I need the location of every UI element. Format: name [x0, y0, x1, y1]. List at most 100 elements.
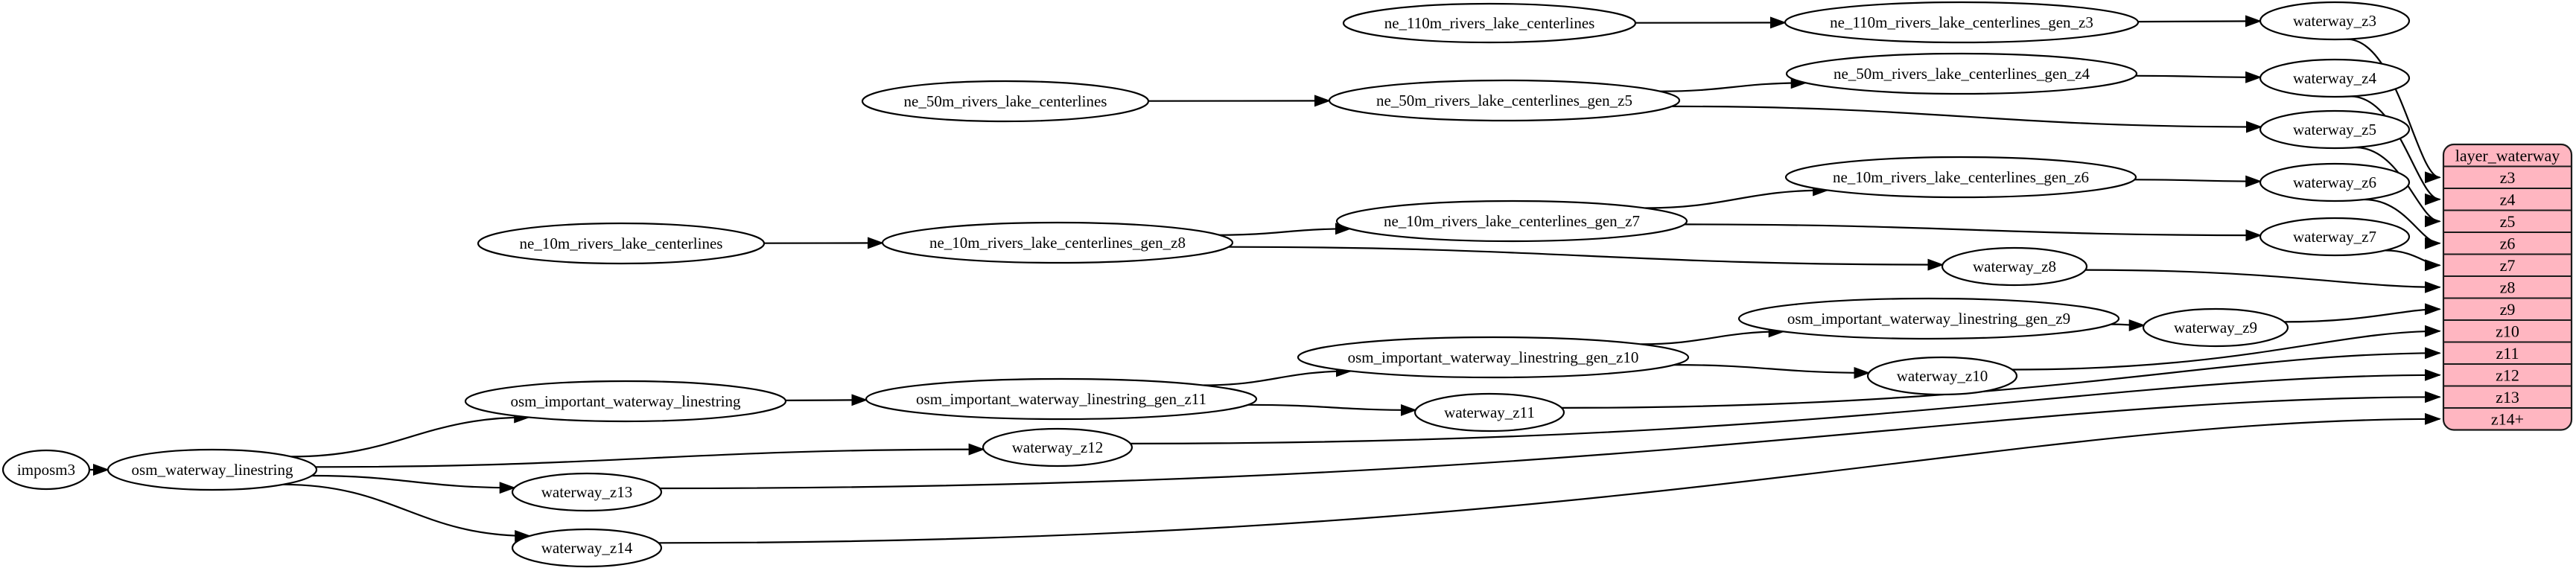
edge-waterway_z7-to-z7	[2385, 249, 2441, 272]
edge-ne_10m_rivers_lake_centerlines_gen_z8-to-waterway_z8	[1228, 246, 1944, 271]
table-row-z13: z13	[2496, 388, 2519, 406]
node-label-osm_waterway_linestring: osm_waterway_linestring	[132, 461, 293, 479]
table-row-z9: z9	[2500, 300, 2516, 319]
edge-waterway_z10-to-z10	[2012, 325, 2441, 371]
node-label-waterway_z5: waterway_z5	[2293, 121, 2376, 138]
node-ne_10m_rivers_lake_centerlines_gen_z8: ne_10m_rivers_lake_centerlines_gen_z8	[881, 221, 1234, 264]
table-row-z6: z6	[2500, 234, 2516, 252]
table-row-z14+: z14+	[2491, 409, 2524, 428]
node-osm_important_waterway_linestring_gen_z10: osm_important_waterway_linestring_gen_z1…	[1297, 336, 1690, 379]
node-label-ne_50m_rivers_lake_centerlines: ne_50m_rivers_lake_centerlines	[904, 92, 1107, 110]
edge-waterway_z8-to-z8	[2085, 269, 2441, 293]
node-osm_waterway_linestring: osm_waterway_linestring	[106, 448, 318, 491]
node-ellipse-osm_important_waterway_linestring_gen_z10	[1297, 336, 1690, 379]
node-ellipse-waterway_z14	[511, 528, 663, 568]
node-ne_10m_rivers_lake_centerlines_gen_z6: ne_10m_rivers_lake_centerlines_gen_z6	[1784, 156, 2137, 199]
node-ne_110m_rivers_lake_centerlines_gen_z3: ne_110m_rivers_lake_centerlines_gen_z3	[1784, 1, 2140, 44]
node-waterway_z13: waterway_z13	[511, 472, 663, 512]
node-label-waterway_z8: waterway_z8	[1973, 258, 2056, 275]
node-ellipse-waterway_z13	[511, 472, 663, 512]
node-imposm3: imposm3	[1, 449, 91, 491]
node-osm_important_waterway_linestring: osm_important_waterway_linestring	[464, 380, 787, 423]
node-ne_10m_rivers_lake_centerlines: ne_10m_rivers_lake_centerlines	[477, 222, 766, 265]
node-label-imposm3: imposm3	[17, 461, 75, 479]
edge-ne_10m_rivers_lake_centerlines_gen_z7-to-ne_10m_rivers_lake_centerlines_gen_z6	[1644, 184, 1830, 209]
node-ellipse-ne_10m_rivers_lake_centerlines_gen_z7	[1335, 200, 1688, 243]
node-waterway_z3: waterway_z3	[2259, 1, 2411, 41]
table-row-z5: z5	[2500, 212, 2516, 231]
edge-osm_waterway_linestring-to-osm_important_waterway_linestring	[291, 411, 531, 458]
node-ellipse-waterway_z5	[2259, 109, 2411, 150]
node-ne_10m_rivers_lake_centerlines_gen_z7: ne_10m_rivers_lake_centerlines_gen_z7	[1335, 200, 1688, 243]
node-label-waterway_z6: waterway_z6	[2293, 173, 2376, 191]
table-row-z3: z3	[2500, 168, 2516, 187]
node-ellipse-osm_important_waterway_linestring_gen_z9	[1737, 297, 2120, 340]
node-waterway_z6: waterway_z6	[2259, 162, 2411, 202]
table-layer-waterway: layer_waterwayz3z4z5z6z7z8z9z10z11z12z13…	[2442, 143, 2573, 431]
edge-ne_50m_rivers_lake_centerlines_gen_z5-to-waterway_z5	[1671, 105, 2262, 133]
table-row-z11: z11	[2496, 344, 2519, 363]
node-waterway_z9: waterway_z9	[2142, 307, 2289, 348]
node-label-waterway_z3: waterway_z3	[2293, 12, 2376, 30]
node-ellipse-osm_important_waterway_linestring	[464, 380, 787, 423]
node-ellipse-waterway_z8	[1941, 246, 2088, 287]
table-title: layer_waterway	[2455, 146, 2560, 165]
node-ellipse-ne_110m_rivers_lake_centerlines	[1342, 2, 1637, 44]
node-label-waterway_z12: waterway_z12	[1012, 438, 1103, 456]
edge-osm_important_waterway_linestring_gen_z10-to-waterway_z10	[1674, 364, 1871, 379]
node-label-osm_important_waterway_linestring_gen_z10: osm_important_waterway_linestring_gen_z1…	[1348, 348, 1639, 366]
node-ellipse-ne_50m_rivers_lake_centerlines	[861, 80, 1150, 123]
node-ne_50m_rivers_lake_centerlines_gen_z4: ne_50m_rivers_lake_centerlines_gen_z4	[1785, 52, 2138, 95]
node-ellipse-waterway_z4	[2259, 58, 2411, 98]
node-label-waterway_z7: waterway_z7	[2293, 228, 2376, 246]
node-label-ne_10m_rivers_lake_centerlines_gen_z6: ne_10m_rivers_lake_centerlines_gen_z6	[1833, 168, 2089, 186]
edge-ne_10m_rivers_lake_centerlines_gen_z8-to-ne_10m_rivers_lake_centerlines_gen_z7	[1219, 223, 1352, 236]
edge-waterway_z6-to-z6	[2364, 198, 2441, 249]
node-ne_50m_rivers_lake_centerlines_gen_z5: ne_50m_rivers_lake_centerlines_gen_z5	[1328, 79, 1681, 122]
node-label-ne_50m_rivers_lake_centerlines_gen_z4: ne_50m_rivers_lake_centerlines_gen_z4	[1834, 65, 2090, 83]
edge-waterway_z12-to-z12	[1130, 368, 2441, 444]
node-ellipse-waterway_z7	[2259, 217, 2411, 257]
node-label-waterway_z13: waterway_z13	[541, 483, 632, 501]
edge-ne_10m_rivers_lake_centerlines_gen_z7-to-waterway_z7	[1684, 223, 2262, 242]
node-ellipse-waterway_z9	[2142, 307, 2289, 348]
node-label-ne_110m_rivers_lake_centerlines_gen_z3: ne_110m_rivers_lake_centerlines_gen_z3	[1830, 13, 2093, 31]
node-ellipse-ne_10m_rivers_lake_centerlines_gen_z8	[881, 221, 1234, 264]
nodes: imposm3 osm_waterway_linestring osm_import…	[1, 1, 2411, 568]
edge-waterway_z4-to-z4	[2350, 95, 2441, 205]
node-ellipse-ne_10m_rivers_lake_centerlines	[477, 222, 766, 265]
node-ellipse-ne_110m_rivers_lake_centerlines_gen_z3	[1784, 1, 2140, 44]
node-ellipse-waterway_z6	[2259, 162, 2411, 202]
node-ellipse-ne_50m_rivers_lake_centerlines_gen_z4	[1785, 52, 2138, 95]
node-label-osm_important_waterway_linestring_gen_z9: osm_important_waterway_linestring_gen_z9	[1787, 310, 2070, 328]
node-waterway_z5: waterway_z5	[2259, 109, 2411, 150]
edge-ne_50m_rivers_lake_centerlines_gen_z4-to-waterway_z4	[2135, 71, 2262, 83]
table-row-z12: z12	[2496, 366, 2519, 384]
node-label-waterway_z14: waterway_z14	[541, 539, 633, 557]
node-label-ne_10m_rivers_lake_centerlines_gen_z7: ne_10m_rivers_lake_centerlines_gen_z7	[1384, 212, 1640, 230]
node-label-waterway_z9: waterway_z9	[2174, 319, 2257, 336]
node-label-ne_10m_rivers_lake_centerlines_gen_z8: ne_10m_rivers_lake_centerlines_gen_z8	[929, 234, 1186, 252]
edge-osm_waterway_linestring-to-waterway_z13	[311, 474, 516, 494]
node-ne_110m_rivers_lake_centerlines: ne_110m_rivers_lake_centerlines	[1342, 2, 1637, 44]
edge-waterway_z3-to-z3	[2347, 38, 2441, 184]
node-label-osm_important_waterway_linestring: osm_important_waterway_linestring	[510, 392, 741, 410]
edge-osm_important_waterway_linestring_gen_z11-to-osm_important_waterway_linestring_gen_z10	[1203, 365, 1352, 386]
edge-ne_50m_rivers_lake_centerlines_gen_z5-to-ne_50m_rivers_lake_centerlines_gen_z4	[1660, 77, 1807, 92]
node-waterway_z12: waterway_z12	[982, 427, 1133, 468]
edges	[89, 15, 2441, 544]
node-ellipse-waterway_z12	[982, 427, 1133, 468]
edge-osm_waterway_linestring-to-waterway_z12	[315, 443, 985, 468]
table-row-z8: z8	[2500, 278, 2516, 296]
node-waterway_z7: waterway_z7	[2259, 217, 2411, 257]
edge-ne_110m_rivers_lake_centerlines_gen_z3-to-waterway_z3	[2137, 15, 2262, 28]
node-ellipse-osm_important_waterway_linestring_gen_z11	[865, 377, 1258, 421]
node-ellipse-osm_waterway_linestring	[106, 448, 318, 491]
edge-waterway_z13-to-z13	[659, 391, 2441, 490]
table-row-z4: z4	[2500, 190, 2516, 208]
node-label-osm_important_waterway_linestring_gen_z11: osm_important_waterway_linestring_gen_z1…	[916, 390, 1206, 408]
edge-osm_important_waterway_linestring_gen_z11-to-waterway_z11	[1247, 403, 1417, 416]
node-ne_50m_rivers_lake_centerlines: ne_50m_rivers_lake_centerlines	[861, 80, 1150, 123]
node-waterway_z14: waterway_z14	[511, 528, 663, 568]
